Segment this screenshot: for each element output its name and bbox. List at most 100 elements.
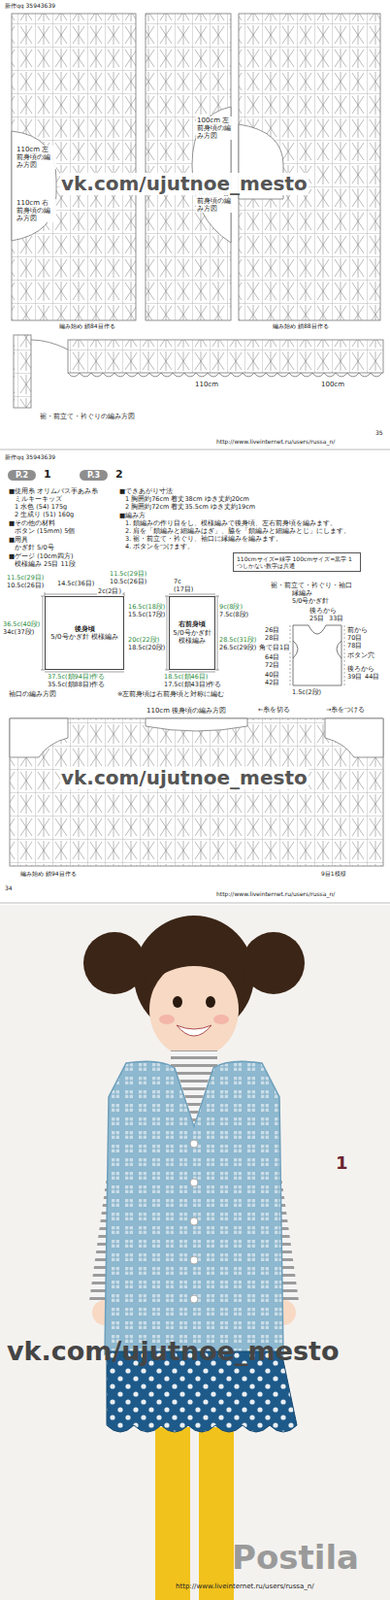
text-label: ボタン (15mm) 5個 [13, 527, 76, 535]
text-label: 袖口の編み方図 [7, 690, 58, 698]
text-label: 28.5c(31段) [218, 636, 258, 644]
text-label: 後ろから [308, 607, 338, 615]
text-label: 36.5c(40段) [1, 620, 41, 628]
text-label: 9目1模様 [320, 870, 348, 878]
photo-number: 1 [334, 1152, 350, 1173]
node-title: P.3 [87, 470, 100, 480]
node-body: 5/0号かぎ針 模様編み [172, 628, 212, 646]
path-shape [168, 593, 216, 595]
text-label: 5/0号かぎ針 [291, 597, 330, 605]
text-label: 1.5c(2段) [291, 688, 323, 696]
text-label: 裾・前立て・衿ぐりの編み方図 [38, 412, 136, 421]
girl-photo [0, 904, 390, 1599]
text-label: 15.5c(17段) [127, 611, 166, 618]
rect-shape [9, 717, 384, 866]
text-label: 9c(8段) [218, 603, 244, 611]
rect-shape [145, 13, 231, 321]
path-shape [176, 1069, 212, 1124]
text-label: 7c [172, 578, 183, 585]
page-tag: P.2 [7, 469, 36, 481]
text-label: 18.5c(鎖46目) [162, 673, 209, 681]
back-chart [9, 717, 384, 866]
ellipse-shape [205, 995, 216, 1008]
text-label: ボタン穴 [346, 651, 376, 659]
text-label: 37.5c(鎖94目)作る [46, 673, 106, 681]
text-label: 1 水色 (54) 175g [13, 503, 68, 511]
path-shape [143, 941, 245, 985]
back-piece: 後身頃5/0号かぎ針 模様編み [44, 595, 125, 670]
page-number: 34 [3, 884, 14, 892]
item-number: 1 [42, 468, 53, 482]
page-number: 35 [374, 429, 385, 437]
text-label: 1. 鎖編みの作り目をし、模様編みで後身頃、左右前身頃を編みます。 [124, 520, 387, 527]
path-shape [11, 130, 57, 241]
page-divider [0, 449, 390, 451]
text-label: →糸をつける [325, 706, 366, 714]
text-label: ■ゲージ (10cm四方) [7, 552, 74, 560]
text-label: かぎ針 5/0号 [13, 544, 56, 552]
text-label: 110cm 後身頃の編み方図 [145, 706, 228, 715]
edging-chart [13, 334, 384, 408]
circle-shape [190, 1216, 198, 1225]
url: http://www.liveinternet.ru/users/russa_n… [215, 890, 336, 898]
size-note-box: 110cmサイズ=緑字 100cmサイズ=黒字 1つしかない数字は共通 [232, 552, 361, 572]
text-label: 新作qq 35943639 [3, 454, 57, 461]
path-shape [292, 624, 342, 685]
node-title: 右前身頃 [178, 619, 206, 628]
ellipse-shape [159, 1013, 175, 1024]
path-shape [176, 1024, 212, 1036]
text-label: 17.5c(鎖43目)作る [162, 681, 223, 688]
edging-outline [290, 624, 345, 685]
rect-shape [0, 904, 390, 1599]
page-divider [0, 902, 390, 904]
path-shape [9, 717, 68, 757]
text-label: 14.5c(36目) [56, 580, 96, 587]
watermark: vk.com/ujutnoe_mesto [60, 766, 309, 789]
text-label: 7.5c(8段) [218, 611, 250, 618]
path-shape [290, 624, 345, 685]
text-label: 40目 [263, 671, 281, 679]
text-label: ■編み方 [118, 512, 147, 520]
text-label: 25目 [308, 615, 325, 622]
node-title: P.2 [15, 470, 29, 480]
circle-shape [190, 1255, 198, 1264]
text-label: 2 胸囲約72cm 着丈35.5cm ゆき丈約19cm [124, 503, 257, 511]
text-label: 70目 [346, 634, 363, 642]
ellipse-shape [213, 1013, 229, 1024]
text-label: ■使用糸 オリムパス手あみ糸 [7, 487, 99, 495]
page-tag: P.3 [79, 469, 108, 481]
text-label: 11.5c(29目) [108, 570, 148, 578]
path-shape [325, 717, 384, 757]
node-title: 110cmサイズ=緑字 100cmサイズ=黒字 1つしかない数字は共通 [236, 554, 358, 569]
text-label: 10.5c(26目) [108, 578, 148, 585]
text-label: 2 生成り (51) 160g [13, 511, 75, 519]
text-label: 3. 裾・前立て・衿ぐり、袖口に縁編みを編みます。 [124, 535, 284, 543]
ellipse-shape [149, 960, 239, 1058]
text-label: 26.5c(29段) [218, 644, 258, 651]
item-number: 2 [114, 468, 125, 482]
rect-shape [11, 13, 136, 321]
text-label: ■その他の材料 [7, 520, 57, 527]
text-label: 72目 [263, 661, 281, 669]
text-label: 1 胸囲約76cm 着丈38cm ゆき丈約20cm [124, 495, 251, 503]
text-label: 角で目1目 [258, 644, 292, 651]
logo-text: Postila [230, 1537, 360, 1576]
text-label: 後ろから [346, 665, 376, 673]
rect-shape [67, 339, 384, 373]
text-label: 64目 [263, 653, 281, 661]
text-label: 110cm 左前身頃の編み方図 [15, 145, 57, 169]
path-shape [168, 671, 216, 673]
path-shape [31, 339, 68, 350]
path-shape [44, 671, 125, 673]
url: http://www.liveinternet.ru/users/russa_n… [215, 438, 336, 446]
text-label: 編み始め 鎖88目作る [271, 323, 330, 330]
path-shape [67, 372, 383, 377]
watermark: vk.com/ujutnoe_mesto [60, 172, 309, 195]
text-label: 裾・前立て・衿ぐり・袖口 [269, 582, 354, 589]
text-label: 2. 肩を「鎖編みと細編みはぎ」、脇を「鎖編みと細編みとじ」にします。 [124, 527, 387, 535]
text-label: (17目) [172, 585, 195, 593]
text-label: 110cm 右前身頃の編み方図 [15, 198, 57, 223]
text-label: 35.5c(鎖88目)作る [46, 681, 106, 688]
text-label: 20c(22段) [127, 636, 161, 644]
text-label: 模様編み 25目 11段 [13, 560, 77, 568]
